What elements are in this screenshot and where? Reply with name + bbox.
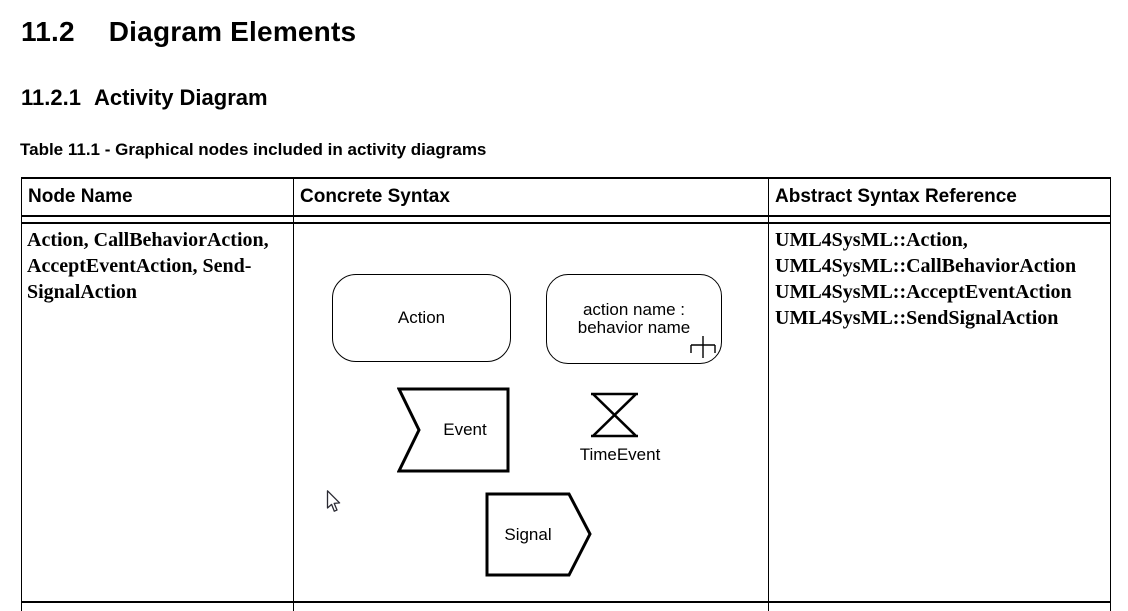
- action-node-shape: Action: [332, 274, 511, 362]
- hourglass-icon: [591, 392, 638, 438]
- section-number: 11.2: [21, 16, 75, 47]
- column-header-concrete-syntax: Concrete Syntax: [300, 186, 450, 207]
- table-11-1: Node Name Concrete Syntax Abstract Synta…: [21, 177, 1111, 611]
- column-divider-1: [293, 177, 295, 611]
- node-name-line: SignalAction: [27, 281, 138, 303]
- node-name-line: Action, CallBehaviorAction,: [27, 229, 269, 251]
- accept-event-pentagon-icon: [396, 387, 510, 473]
- abstract-syntax-line: UML4SysML::CallBehaviorAction: [775, 255, 1077, 277]
- cell-node-name: Action, CallBehaviorAction, AcceptEventA…: [27, 227, 269, 305]
- time-event-label: TimeEvent: [579, 445, 661, 464]
- subsection-title: Activity Diagram: [93, 85, 268, 110]
- abstract-syntax-line: UML4SysML::AcceptEventAction: [775, 281, 1072, 303]
- mouse-cursor-icon: [326, 490, 341, 512]
- table-top-border: [21, 177, 1111, 179]
- send-signal-label: Signal: [504, 524, 552, 544]
- time-event-shape: [590, 392, 639, 443]
- accept-event-action-shape: Event: [396, 387, 511, 473]
- rake-icon: [690, 336, 716, 358]
- table-caption: Table 11.1 - Graphical nodes included in…: [20, 140, 487, 159]
- column-header-abstract-syntax-reference: Abstract Syntax Reference: [775, 186, 1017, 207]
- row-divider: [21, 601, 1111, 603]
- call-behavior-label-line2: behavior name: [577, 318, 691, 337]
- cell-abstract-syntax-reference: UML4SysML::Action, UML4SysML::CallBehavi…: [775, 227, 1076, 331]
- column-header-node-name: Node Name: [28, 186, 133, 207]
- action-node-label: Action: [397, 308, 446, 327]
- call-behavior-action-shape: action name : behavior name: [546, 274, 722, 364]
- accept-event-label: Event: [443, 420, 487, 439]
- subsection-number: 11.2.1: [21, 85, 81, 110]
- abstract-syntax-line: UML4SysML::Action,: [775, 229, 968, 251]
- subsection-heading: 11.2.1 Activity Diagram: [21, 85, 268, 111]
- abstract-syntax-line: UML4SysML::SendSignalAction: [775, 307, 1059, 329]
- header-bottom-border-1: [21, 215, 1111, 217]
- section-title: Diagram Elements: [108, 16, 357, 47]
- call-behavior-label-line1: action name :: [582, 300, 686, 319]
- send-signal-pentagon-icon: [485, 492, 592, 577]
- table-right-border: [1109, 177, 1111, 611]
- table-left-border: [21, 177, 23, 611]
- node-name-line: AcceptEventAction, Send-: [27, 255, 252, 277]
- send-signal-action-shape: Signal: [485, 492, 593, 577]
- section-heading: 11.2 Diagram Elements: [21, 16, 356, 48]
- header-bottom-border-2: [21, 222, 1111, 224]
- column-divider-2: [768, 177, 770, 611]
